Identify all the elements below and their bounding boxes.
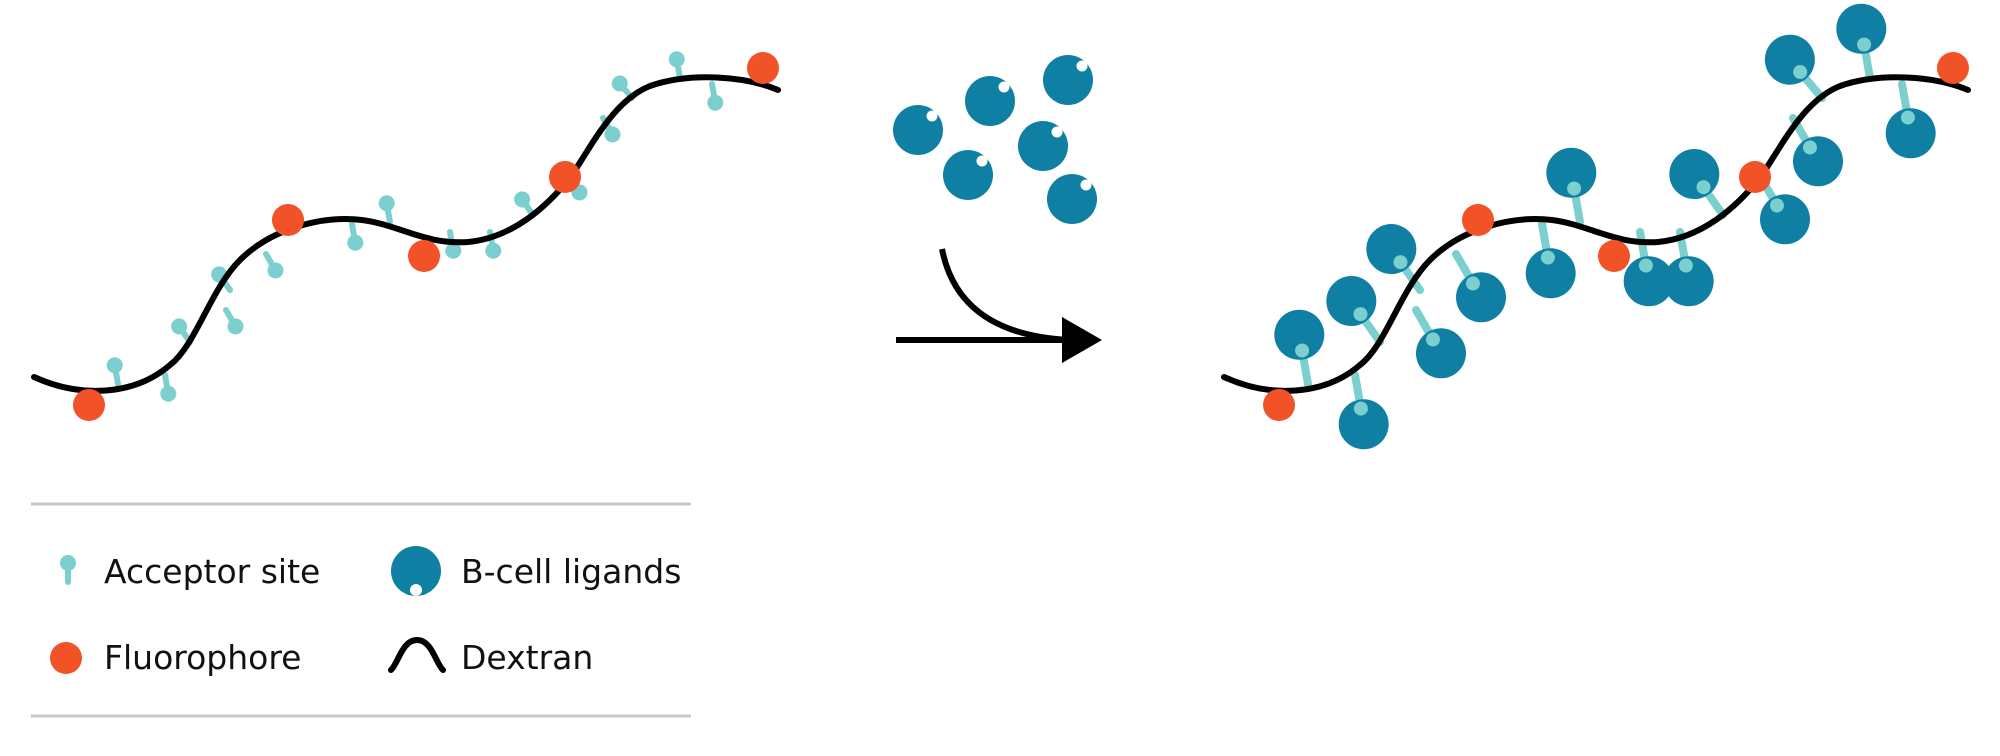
fluorophores-left [73,52,779,421]
fluorophore [747,52,779,84]
acceptor-site [157,374,177,403]
bound-b-cell-ligand [1317,266,1401,356]
fluorophore [549,161,581,193]
reaction-arrow-icon [896,248,1102,363]
fluorophores-right [1263,52,1969,421]
bound-b-cell-ligand [1832,0,1894,82]
bound-ligands-right [1270,0,1939,453]
bound-b-cell-ligand [1542,144,1604,227]
acceptor-site [344,223,364,252]
b-cell-ligand-icon [391,546,441,596]
acceptor-site-icon [60,555,76,582]
free-b-cell-ligand [965,76,1015,126]
legend-dextran-label: Dextran [461,638,593,677]
fluorophore [73,389,105,421]
legend-b-cell-ligands-label: B-cell ligands [461,552,681,591]
fluorophore [1598,240,1630,272]
acceptor-site [259,250,286,281]
fluorophore [272,204,304,236]
fluorophore [1739,161,1771,193]
acceptor-sites-left [105,50,724,403]
free-b-cell-ligands [893,55,1097,224]
bound-b-cell-ligand [1660,139,1744,229]
acceptor-site [704,83,724,112]
legend: Acceptor site B-cell ligands Fluorophore… [31,502,691,718]
acceptor-site [377,194,397,223]
free-b-cell-ligand [943,150,993,200]
acceptor-site [105,356,125,385]
bound-b-cell-ligand [1517,220,1579,303]
bound-b-cell-ligand [1755,24,1842,114]
fluorophore-icon [50,642,82,674]
dextran-strand-left [31,74,781,394]
free-b-cell-ligand [1047,174,1097,224]
legend-fluorophore-label: Fluorophore [104,638,301,677]
free-b-cell-ligand [1018,121,1068,171]
free-b-cell-ligand [1043,55,1093,105]
fluorophore [1462,204,1494,236]
free-b-cell-ligand [893,105,943,155]
dextran-strand-right [1221,74,1971,394]
legend-acceptor-site-label: Acceptor site [104,552,320,591]
dextran-icon [388,636,446,673]
bound-b-cell-ligand [1434,242,1515,332]
bound-b-cell-ligand [1771,106,1852,196]
bound-b-cell-ligand [1330,371,1392,454]
acceptor-site [667,50,687,79]
fluorophore [1263,389,1295,421]
bound-b-cell-ligand [1877,80,1939,163]
fluorophore [408,240,440,272]
bound-b-cell-ligand [1270,306,1332,389]
right-dextran-chain [1221,0,1971,453]
left-dextran-chain [31,50,781,421]
acceptor-site [219,306,246,337]
fluorophore [1937,52,1969,84]
